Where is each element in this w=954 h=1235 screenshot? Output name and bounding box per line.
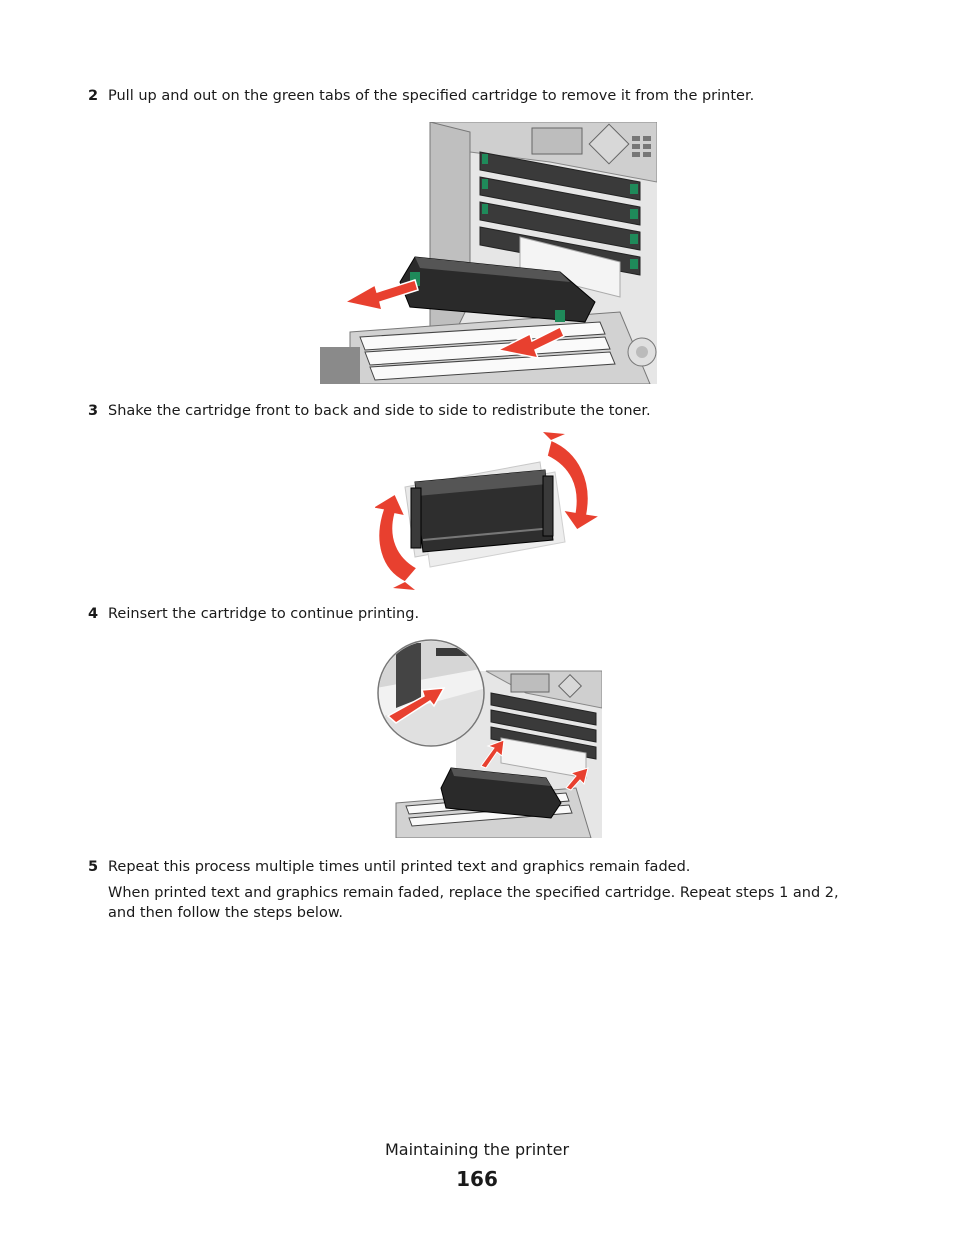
step-text: Repeat this process multiple times until… xyxy=(108,859,691,875)
shake-cartridge-illustration xyxy=(375,432,603,590)
step-text: Shake the cartridge front to back and si… xyxy=(108,403,651,419)
step-number: 2 xyxy=(88,88,99,104)
reinsert-cartridge-illustration xyxy=(377,639,602,838)
page-number: 166 xyxy=(456,1167,498,1191)
step-text: Reinsert the cartridge to continue print… xyxy=(108,606,420,622)
footer-section-title: Maintaining the printer xyxy=(384,1140,570,1159)
step-number: 3 xyxy=(88,403,99,419)
remove-cartridge-illustration xyxy=(320,122,657,384)
step-number: 5 xyxy=(88,859,99,875)
step-text: Pull up and out on the green tabs of the… xyxy=(108,88,755,104)
step-number: 4 xyxy=(88,606,99,622)
step-5-detail: When printed text and graphics remain fa… xyxy=(108,885,839,921)
